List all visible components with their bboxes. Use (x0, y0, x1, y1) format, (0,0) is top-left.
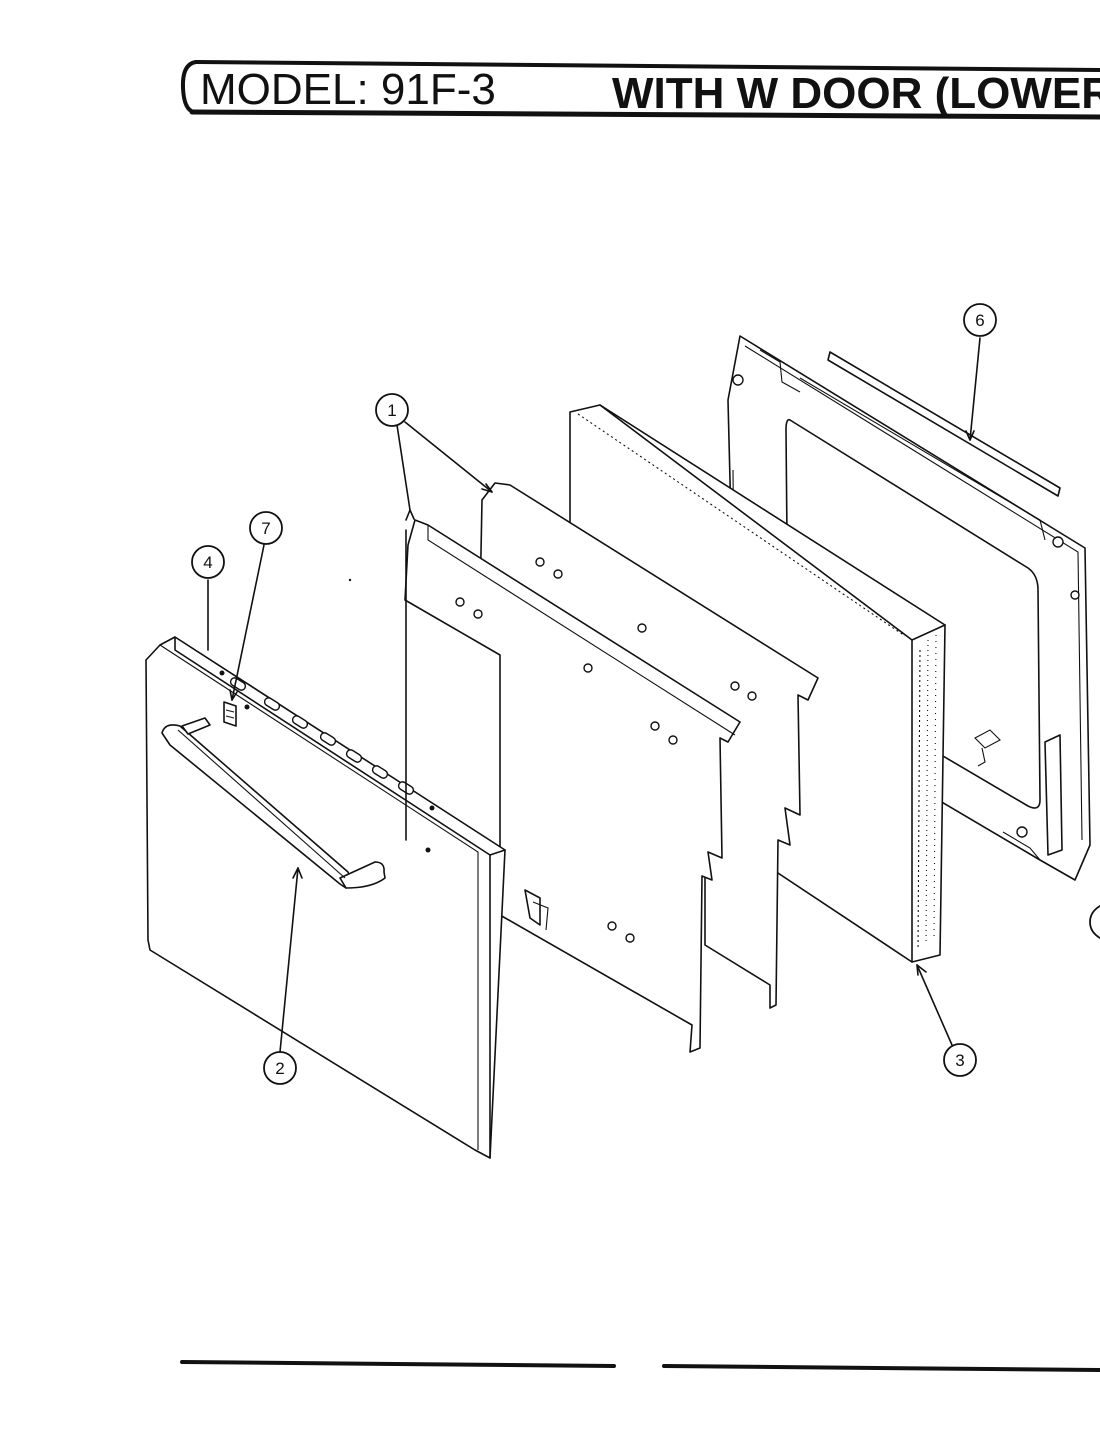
section-label: WITH W DOOR (LOWER) (612, 69, 1100, 118)
svg-text:7: 7 (261, 519, 270, 538)
svg-text:2: 2 (275, 1059, 284, 1078)
svg-text:1: 1 (387, 401, 396, 420)
svg-text:6: 6 (975, 311, 984, 330)
badge-clip (223, 701, 250, 727)
inner-panel-front (404, 519, 741, 1053)
title-bar: MODEL: 91F-3 WITH W DOOR (LOWER) (180, 60, 1100, 120)
model-label: MODEL: 91F-3 (200, 65, 496, 114)
callout-partial (1089, 905, 1100, 939)
svg-text:4: 4 (203, 553, 212, 572)
outer-door-panel (145, 636, 506, 1159)
callout-4: 4 (191, 545, 225, 579)
svg-text:3: 3 (955, 1051, 964, 1070)
stray-mark (348, 578, 352, 582)
door-gasket-strip (827, 351, 1061, 497)
callout-1: 1 (375, 393, 409, 427)
callout-3: 3 (943, 1043, 977, 1077)
vent-slots (229, 677, 415, 795)
leader-lines (207, 337, 981, 1053)
footer-rules (180, 1360, 1100, 1372)
callout-7: 7 (249, 511, 283, 545)
callout-6: 6 (963, 303, 997, 337)
callout-2: 2 (263, 1051, 297, 1085)
door-handle (161, 717, 386, 889)
